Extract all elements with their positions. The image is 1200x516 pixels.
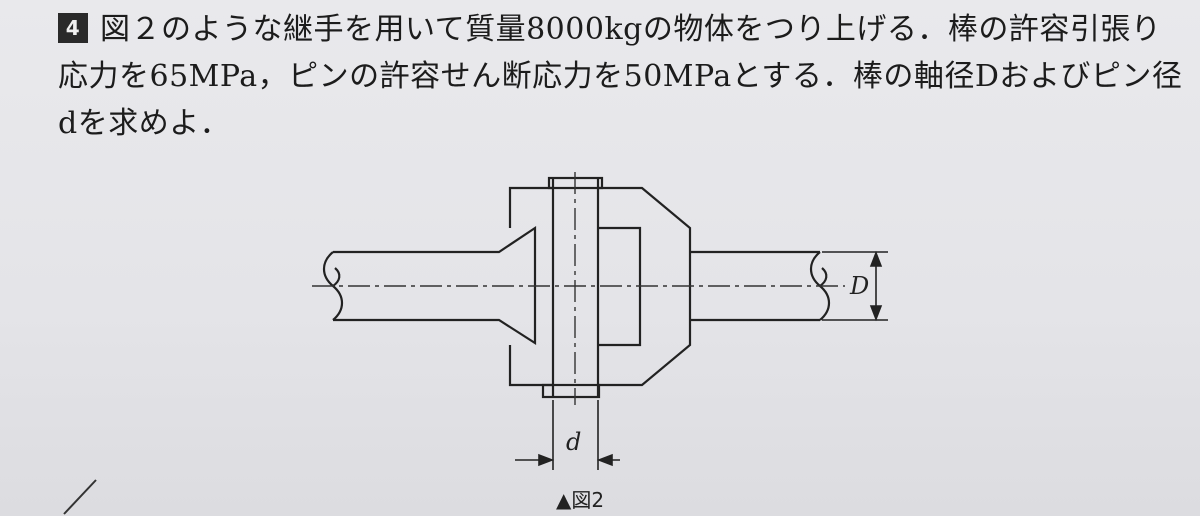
problem-line-1: 4 図２のような継手を用いて質量8000kgの物体をつり上げる．棒の許容引張り — [58, 6, 1168, 53]
pin-head-bottom — [541, 383, 601, 399]
dim-d-label: d — [566, 428, 581, 456]
problem-text: 4 図２のような継手を用いて質量8000kgの物体をつり上げる．棒の許容引張り 応… — [58, 6, 1183, 147]
dim-D-arrow-bottom — [869, 305, 883, 322]
dim-d-arrow-right — [596, 453, 613, 467]
left-rod-break-inner — [332, 267, 341, 287]
problem-line-3: dを求めよ． — [58, 106, 231, 141]
problem-number-badge: 4 — [58, 13, 88, 43]
dim-D-arrow-top — [869, 250, 883, 267]
problem-line-1-text: 図２のような継手を用いて質量8000kgの物体をつり上げる．棒の許容引張り — [100, 12, 1162, 47]
figure-caption: ▲図2 — [556, 488, 605, 512]
dim-d-arrow-left — [538, 453, 555, 467]
right-rod-break-inner — [819, 267, 828, 287]
dim-D-label: D — [849, 272, 869, 300]
pencil-mark — [63, 479, 97, 515]
problem-line-2: 応力を65MPa，ピンの許容せん断応力を50MPaとする．棒の軸径Dおよびピン径 — [58, 59, 1183, 94]
right-rod — [690, 250, 820, 322]
